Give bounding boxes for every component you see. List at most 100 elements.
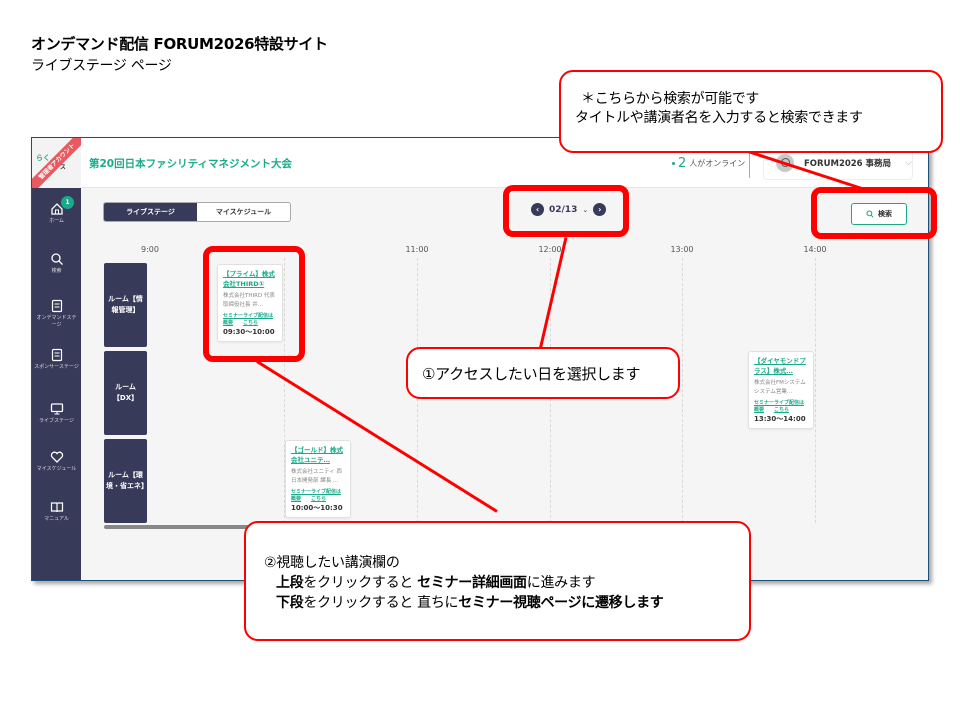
online-status: 2 人がオンライン <box>672 156 745 171</box>
document-subtitle: ライブステージ ページ <box>31 58 172 74</box>
search-button-label: 検索 <box>878 210 892 218</box>
home-icon <box>50 203 63 215</box>
tab-live-stage[interactable]: ライブステージ <box>104 203 197 221</box>
online-count: 2 <box>678 156 687 171</box>
app-screenshot: らく ンス 管理者アカウント 第20回日本ファシリティマネジメント大会 2 人が… <box>31 137 929 581</box>
search-icon <box>50 253 63 265</box>
callout-text: に進みます <box>526 575 596 591</box>
chevron-down-icon[interactable]: ⌄ <box>582 205 589 214</box>
book-icon <box>50 502 63 513</box>
callout-line: ＊こちらから検索が可能です <box>581 91 760 107</box>
logo-text: らく <box>36 154 50 162</box>
live-link-here[interactable]: こちら <box>774 407 790 413</box>
callout-bold: 上段 <box>276 575 304 591</box>
document-title: オンデマンド配信 FORUM2026特設サイト <box>31 35 328 53</box>
heart-icon <box>50 451 63 463</box>
sidebar-label: オンデマンドステージ <box>36 315 77 328</box>
date-navigator: ‹ 02/13 ⌄ › <box>531 203 607 216</box>
callout-bold: セミナー視聴ページに遷移します <box>458 595 664 611</box>
room-label: ルーム【DX】 <box>104 351 147 435</box>
tab-my-schedule[interactable]: マイスケジュール <box>215 208 272 216</box>
callout-text: をクリックすると 直ちに <box>303 595 459 611</box>
document-icon <box>51 299 62 313</box>
event-title: 第20回日本ファシリティマネジメント大会 <box>89 158 292 170</box>
grid-line <box>682 258 683 523</box>
session-card[interactable]: 【ダイヤモンドプラス】株式… 株式会社FMシステム システム営業… セミナーライ… <box>748 351 814 429</box>
time-label: 13:00 <box>670 245 694 254</box>
live-link-here[interactable]: こちら <box>311 496 327 502</box>
header-divider <box>749 152 750 178</box>
sidebar: 1 ホーム 検索 オンデマンドステージ スポンサーステージ ライブステージ マイ… <box>32 188 81 580</box>
admin-account-ribbon: 管理者アカウント <box>32 138 81 188</box>
session-title[interactable]: 【プライム】株式会社THIRD① <box>223 270 275 288</box>
sidebar-label: ホーム <box>49 218 64 224</box>
time-label: 11:00 <box>405 245 429 254</box>
callout-bold: セミナー詳細画面 <box>417 575 527 591</box>
callout-line: 下段をクリックすると 直ちにセミナー視聴ページに遷移します <box>264 593 749 613</box>
callout-line: ①アクセスしたい日を選択します <box>422 365 641 383</box>
session-live-link[interactable]: セミナーライブ配信は概要こちら <box>291 489 345 503</box>
sidebar-label: 検索 <box>51 268 62 274</box>
sidebar-item-search[interactable]: 検索 <box>32 252 81 275</box>
session-live-link[interactable]: セミナーライブ配信は概要こちら <box>223 313 277 327</box>
session-time: 09:30〜10:00 <box>223 328 275 336</box>
session-title[interactable]: 【ダイヤモンドプラス】株式… <box>754 357 806 375</box>
room-label: ルーム【情報管理】 <box>104 263 147 347</box>
callout-bold: 下段 <box>276 595 304 611</box>
grid-line <box>284 258 285 523</box>
session-speaker: 株式会社ユニティ 西日本開発部 課長 … <box>291 469 342 484</box>
sidebar-label: マイスケジュール <box>36 466 77 472</box>
live-link-here[interactable]: こちら <box>243 320 259 326</box>
sidebar-item-manual[interactable]: マニュアル <box>32 500 81 523</box>
callout-line: タイトルや講演者名を入力すると検索できます <box>575 110 863 126</box>
session-title[interactable]: 【ゴールド】株式会社ユニテ… <box>291 446 343 464</box>
date-callout: ①アクセスしたい日を選択します <box>406 347 680 399</box>
online-dot-icon <box>672 162 675 165</box>
callout-text: をクリックすると <box>303 575 418 591</box>
monitor-icon <box>50 403 63 415</box>
session-time: 13:30〜14:00 <box>754 415 806 423</box>
time-label: 14:00 <box>803 245 827 254</box>
sidebar-item-sponsor-stage[interactable]: スポンサーステージ <box>32 348 81 371</box>
room-label: ルーム【環境・省エネ】 <box>104 439 148 523</box>
document-icon <box>51 348 62 362</box>
sidebar-label: スポンサーステージ <box>34 364 79 370</box>
callout-line: ②視聴したい講演欄の <box>264 555 400 571</box>
sidebar-item-home[interactable]: 1 ホーム <box>32 196 81 225</box>
time-label: 12:00 <box>538 245 562 254</box>
sidebar-item-my-schedule[interactable]: マイスケジュール <box>32 450 81 473</box>
horizontal-scrollbar[interactable] <box>104 525 304 529</box>
session-card[interactable]: 【ゴールド】株式会社ユニテ… 株式会社ユニティ 西日本開発部 課長 … セミナー… <box>285 440 351 518</box>
logo-text-2: ンス <box>54 164 66 171</box>
search-button[interactable]: 検索 <box>851 203 907 225</box>
search-icon <box>866 210 874 218</box>
next-date-button[interactable]: › <box>593 203 607 216</box>
view-toggle: ライブステージ マイスケジュール <box>103 202 291 222</box>
logo[interactable]: らく ンス 管理者アカウント <box>32 138 81 188</box>
live-link-overview[interactable]: セミナーライブ配信は概要 <box>223 313 274 326</box>
sidebar-label: マニュアル <box>44 516 69 522</box>
online-label: 人がオンライン <box>689 159 746 168</box>
session-callout: ②視聴したい講演欄の 上段をクリックすると セミナー詳細画面に進みます 下段をク… <box>244 521 751 641</box>
user-name: FORUM2026 事務局 <box>804 159 892 169</box>
sidebar-item-live-stage[interactable]: ライブステージ <box>32 402 81 425</box>
session-time: 10:00〜10:30 <box>291 504 343 512</box>
grid-line <box>815 258 816 523</box>
session-speaker: 株式会社THIRD 代表取締役社長 井… <box>223 293 275 308</box>
sidebar-item-ondemand-stage[interactable]: オンデマンドステージ <box>32 299 81 329</box>
search-callout: ＊こちらから検索が可能です タイトルや講演者名を入力すると検索できます <box>559 70 943 153</box>
date-select[interactable]: 02/13 <box>549 204 578 215</box>
live-link-overview[interactable]: セミナーライブ配信は概要 <box>291 489 342 502</box>
session-live-link[interactable]: セミナーライブ配信は概要こちら <box>754 400 808 414</box>
session-speaker: 株式会社FMシステム システム営業… <box>754 380 806 395</box>
date-highlight <box>503 185 629 237</box>
sidebar-label: ライブステージ <box>39 418 74 424</box>
chevron-down-icon: ⌵ <box>905 158 912 168</box>
time-label: 9:00 <box>141 245 159 254</box>
live-link-overview[interactable]: セミナーライブ配信は概要 <box>754 400 805 413</box>
session-highlight <box>203 246 305 362</box>
session-card[interactable]: 【プライム】株式会社THIRD① 株式会社THIRD 代表取締役社長 井… セミ… <box>217 264 283 342</box>
notification-badge: 1 <box>61 196 74 209</box>
prev-date-button[interactable]: ‹ <box>531 203 544 216</box>
callout-line: 上段をクリックすると セミナー詳細画面に進みます <box>264 573 749 593</box>
